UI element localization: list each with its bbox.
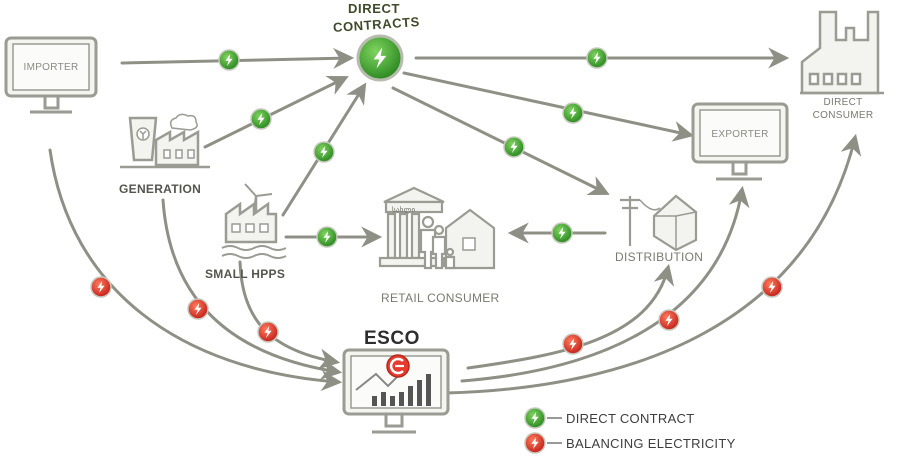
green-bolt-icon: [503, 136, 525, 158]
green-bolt-icon: [586, 47, 608, 69]
red-bolt-icon: [562, 333, 584, 355]
retail-consumer-label: RETAIL CONSUMER: [381, 291, 500, 305]
small-hpps-label: SMALL HPPS: [205, 267, 286, 281]
small-hpp-icon: [221, 183, 287, 259]
red-bolt-icon: [187, 298, 209, 320]
direct-contract-arrows: [120, 47, 790, 248]
legend-red-bolt-icon: [524, 432, 562, 454]
green-bolt-icon: [562, 102, 584, 124]
arrow-esco-to-exporter: [460, 185, 750, 383]
red-bolt-icon: [90, 276, 112, 298]
direct-consumer-label-line1: DIRECT: [823, 97, 863, 108]
esco-title: ESCO: [364, 328, 420, 349]
red-bolt-icon: [257, 321, 279, 343]
legend-balancing-label: BALANCING ELECTRICITY: [566, 436, 736, 451]
green-bolt-icon: [316, 226, 338, 248]
direct-contracts-title-line1: DIRECT: [348, 1, 400, 16]
distribution-icon: [620, 194, 698, 252]
green-bolt-icon: [551, 222, 573, 244]
esco-monitor-icon: [342, 348, 450, 434]
exporter-label: EXPORTER: [711, 129, 769, 140]
importer-label: IMPORTER: [23, 62, 79, 73]
green-bolt-icon: [250, 108, 272, 130]
direct-contract-markers: [218, 47, 608, 248]
arrow-generation-to-direct-contracts: [203, 76, 349, 149]
arrow-esco-to-direct-consumer: [444, 133, 862, 395]
balancing-arrows: [48, 133, 862, 395]
arrow-esco-to-distribution: [466, 263, 675, 370]
distribution-label: DISTRIBUTION: [615, 250, 704, 264]
legend-green-bolt-icon: [524, 407, 562, 429]
direct-consumer-label-line2: CONSUMER: [812, 110, 874, 121]
arrow-generation-to-esco: [161, 198, 343, 380]
arrow-direct-contracts-to-distribution: [391, 86, 610, 195]
factory-icon: [800, 10, 884, 95]
red-bolt-icon: [761, 276, 783, 298]
direct-contracts-badge: [356, 34, 404, 82]
building-sign: სახლი: [392, 207, 416, 214]
balancing-markers: [90, 276, 783, 355]
generation-label: GENERATION: [119, 182, 202, 196]
green-bolt-icon: [313, 141, 335, 163]
generation-plant-icon: [120, 113, 210, 169]
green-bolt-icon: [218, 49, 240, 71]
importer-monitor-icon: [4, 36, 98, 114]
arrow-importer-to-esco: [48, 148, 343, 392]
retail-consumer-icon: [378, 186, 496, 270]
legend-direct-contract-label: DIRECT CONTRACT: [566, 411, 695, 426]
exporter-monitor-icon: [691, 102, 789, 181]
red-bolt-icon: [658, 309, 680, 331]
arrow-direct-contracts-to-exporter: [402, 71, 695, 142]
